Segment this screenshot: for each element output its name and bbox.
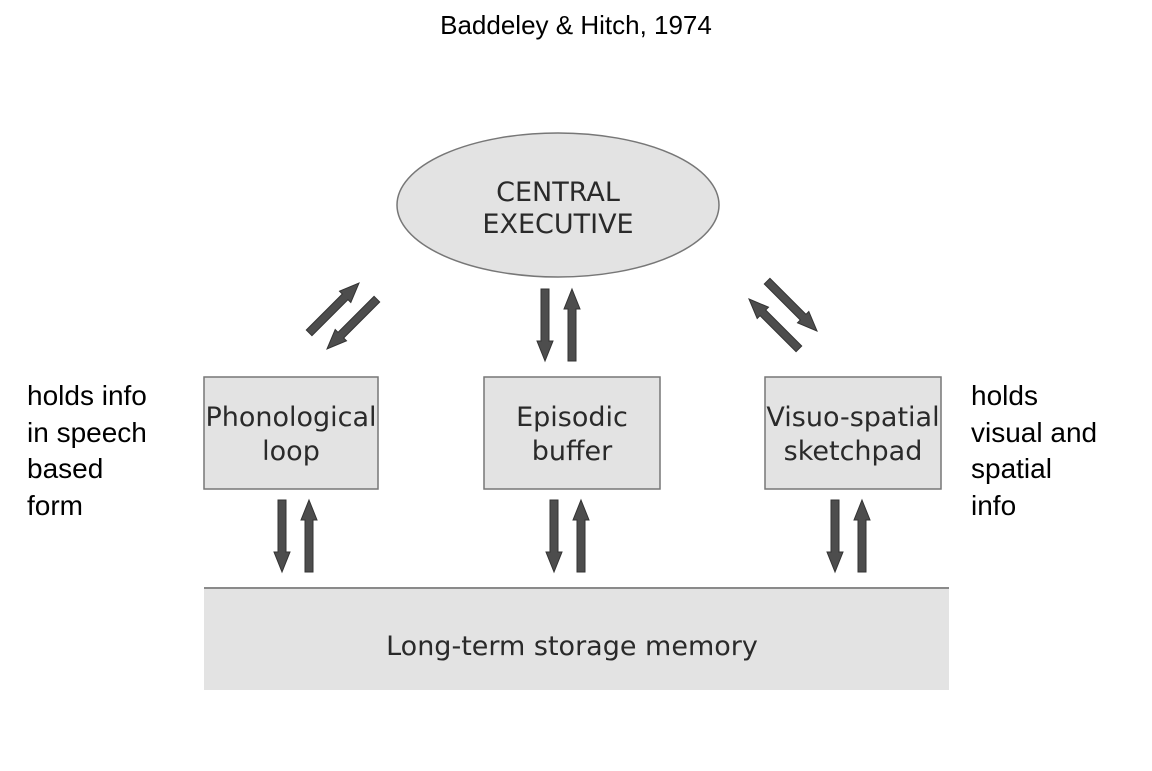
note-line: visual and [971, 416, 1098, 448]
phonological-ltm-arrows [273, 499, 318, 573]
arrow-up-right-icon [302, 276, 366, 340]
central-executive-label-line2: EXECUTIVE [482, 209, 633, 240]
episodic-buffer-label-line2: buffer [532, 436, 613, 467]
buffer-ltm-arrows [545, 499, 590, 573]
exec-buffer-arrows [536, 288, 581, 362]
exec-visuospatial-arrows [742, 274, 824, 356]
note-line: holds [971, 380, 1038, 411]
episodic-buffer-label-line1: Episodic [516, 402, 628, 433]
note-line: based [27, 453, 104, 484]
visuospatial-ltm-arrows [826, 499, 871, 573]
note-line: holds info [27, 380, 147, 411]
diagram-title: Baddeley & Hitch, 1974 [440, 10, 712, 40]
arrow-up-icon [563, 288, 581, 362]
arrow-down-icon [273, 499, 291, 573]
visuo-spatial-sketchpad-box: Visuo-spatial sketchpad [764, 376, 942, 490]
arrow-down-right-icon [760, 274, 824, 338]
note-line: form [27, 489, 83, 521]
central-executive: CENTRAL EXECUTIVE [396, 132, 720, 278]
arrow-down-icon [536, 288, 554, 362]
arrow-up-icon [572, 499, 590, 573]
long-term-memory-label: Long-term storage memory [386, 631, 758, 662]
central-executive-label-line1: CENTRAL [496, 177, 620, 208]
note-line: info [971, 489, 1017, 521]
long-term-memory-box: Long-term storage memory [204, 587, 949, 690]
note-line: spatial [971, 453, 1052, 484]
arrow-up-icon [300, 499, 318, 573]
arrow-down-left-icon [320, 292, 384, 356]
phonological-loop-note: holds info in speech based form [27, 378, 147, 524]
note-line: in speech [27, 416, 147, 448]
phonological-loop-label-line2: loop [262, 436, 320, 467]
phonological-loop-label-line1: Phonological [205, 402, 376, 433]
episodic-buffer-box: Episodic buffer [483, 376, 661, 490]
visuo-spatial-sketchpad-label-line2: sketchpad [784, 436, 923, 467]
visuo-spatial-sketchpad-label-line1: Visuo-spatial [766, 402, 939, 433]
visuo-spatial-note: holds visual and spatial info [971, 378, 1097, 524]
arrow-down-icon [826, 499, 844, 573]
arrow-up-icon [853, 499, 871, 573]
phonological-loop-box: Phonological loop [203, 376, 379, 490]
arrow-down-icon [545, 499, 563, 573]
arrow-up-left-icon [742, 292, 806, 356]
exec-phonological-arrows [302, 276, 384, 356]
